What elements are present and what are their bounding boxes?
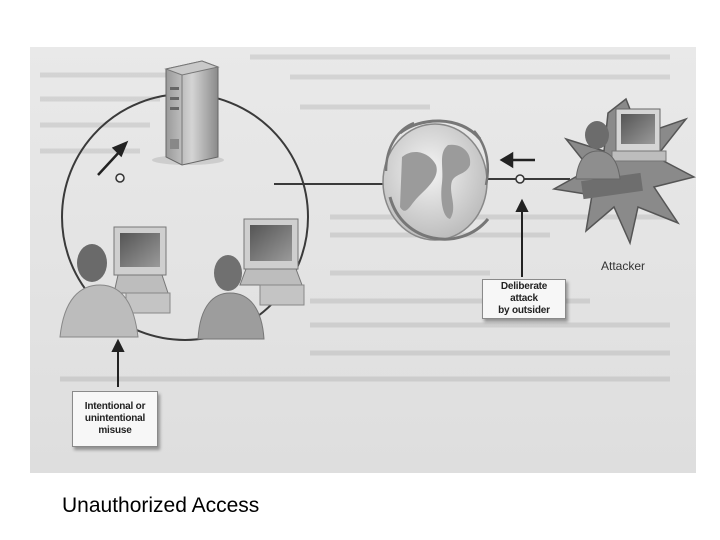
label-line: Deliberate attack	[500, 281, 548, 304]
person-icon	[197, 255, 265, 340]
workstation-computer-icon	[113, 226, 171, 314]
internet-globe-icon	[382, 119, 490, 241]
workstation-computer-icon	[239, 218, 305, 306]
label-line: misuse	[98, 425, 132, 436]
person-icon	[575, 121, 621, 180]
arrow-icon	[515, 198, 529, 277]
arrow-icon	[499, 151, 535, 169]
ring-node	[115, 173, 125, 183]
label-line: by outsider	[498, 305, 550, 316]
diagram-scan: Attacker Deliberate attack by outsider I…	[30, 47, 696, 473]
attacker-label: Attacker	[601, 259, 646, 273]
slide-caption: Unauthorized Access	[62, 494, 260, 517]
arrow-icon	[97, 140, 129, 176]
server-tower-icon	[152, 60, 224, 166]
misuse-label: Intentional or unintentional misuse	[72, 391, 158, 447]
deliberate-attack-label: Deliberate attack by outsider	[482, 279, 566, 319]
arrow-icon	[111, 338, 125, 387]
network-diagram	[40, 54, 696, 387]
background-text-lines	[40, 54, 670, 382]
person-icon	[59, 244, 139, 338]
label-line: Intentional or	[84, 401, 146, 412]
attack-path-node	[515, 174, 525, 184]
label-line: unintentional	[84, 413, 146, 424]
